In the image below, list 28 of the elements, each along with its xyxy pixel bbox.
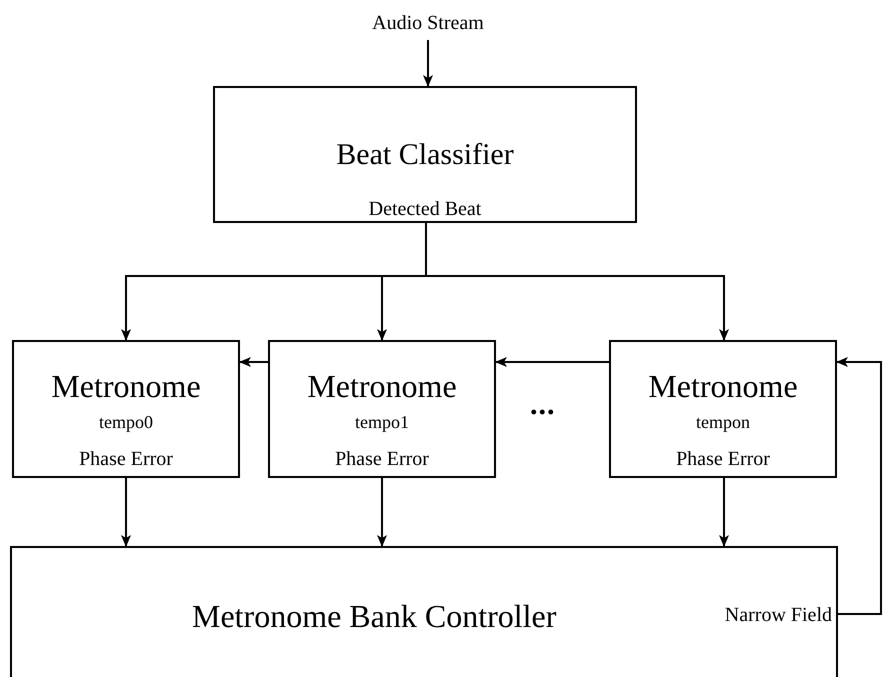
tempo-label: tempo0: [98, 412, 154, 433]
output-label: Detected Beat: [368, 198, 482, 221]
arrow: [425, 223, 729, 341]
controller-box: [10, 546, 838, 677]
block-title: Beat Classifier: [335, 138, 515, 172]
arrow: [121, 478, 131, 547]
arrow: [719, 478, 729, 547]
block-title: Metronome Bank Controller: [192, 598, 556, 635]
output-label: Phase Error: [334, 448, 430, 471]
input-label: Audio Stream: [371, 12, 485, 35]
block-title: Metronome: [50, 368, 202, 405]
process-box: [213, 86, 637, 223]
arrow: [239, 357, 268, 367]
arrow: [495, 357, 609, 367]
tempo-label: tempon: [695, 412, 751, 433]
arrow: [423, 40, 433, 87]
output-label: Narrow Field: [724, 604, 832, 627]
ellipsis: ...: [530, 388, 556, 422]
block-title: Metronome: [647, 368, 799, 405]
output-label: Phase Error: [675, 448, 771, 471]
arrow: [836, 357, 882, 615]
output-label: Phase Error: [78, 448, 174, 471]
arrow: [377, 478, 387, 547]
block-title: Metronome: [306, 368, 458, 405]
process-box: [12, 340, 240, 478]
process-box: [609, 340, 837, 478]
tempo-label: tempo1: [354, 412, 410, 433]
process-box: [268, 340, 496, 478]
